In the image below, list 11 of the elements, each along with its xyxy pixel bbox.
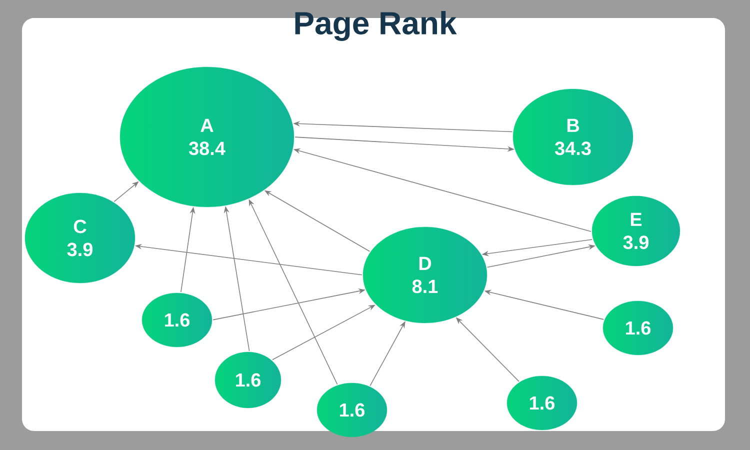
- node-label: C 3.9: [67, 220, 92, 256]
- node-label: 1.6: [530, 396, 555, 410]
- node-label: 1.6: [164, 313, 190, 327]
- title: Page Rank: [295, 11, 457, 41]
- node-label: E 3.9: [623, 212, 648, 250]
- node-label: D 8.1: [412, 256, 438, 294]
- node-label: 1.6: [626, 321, 651, 335]
- node-label: 1.6: [340, 403, 365, 417]
- node-label: 1.6: [236, 373, 261, 387]
- node-label: A 38.4: [188, 118, 226, 156]
- node-label: B 34.3: [554, 118, 591, 156]
